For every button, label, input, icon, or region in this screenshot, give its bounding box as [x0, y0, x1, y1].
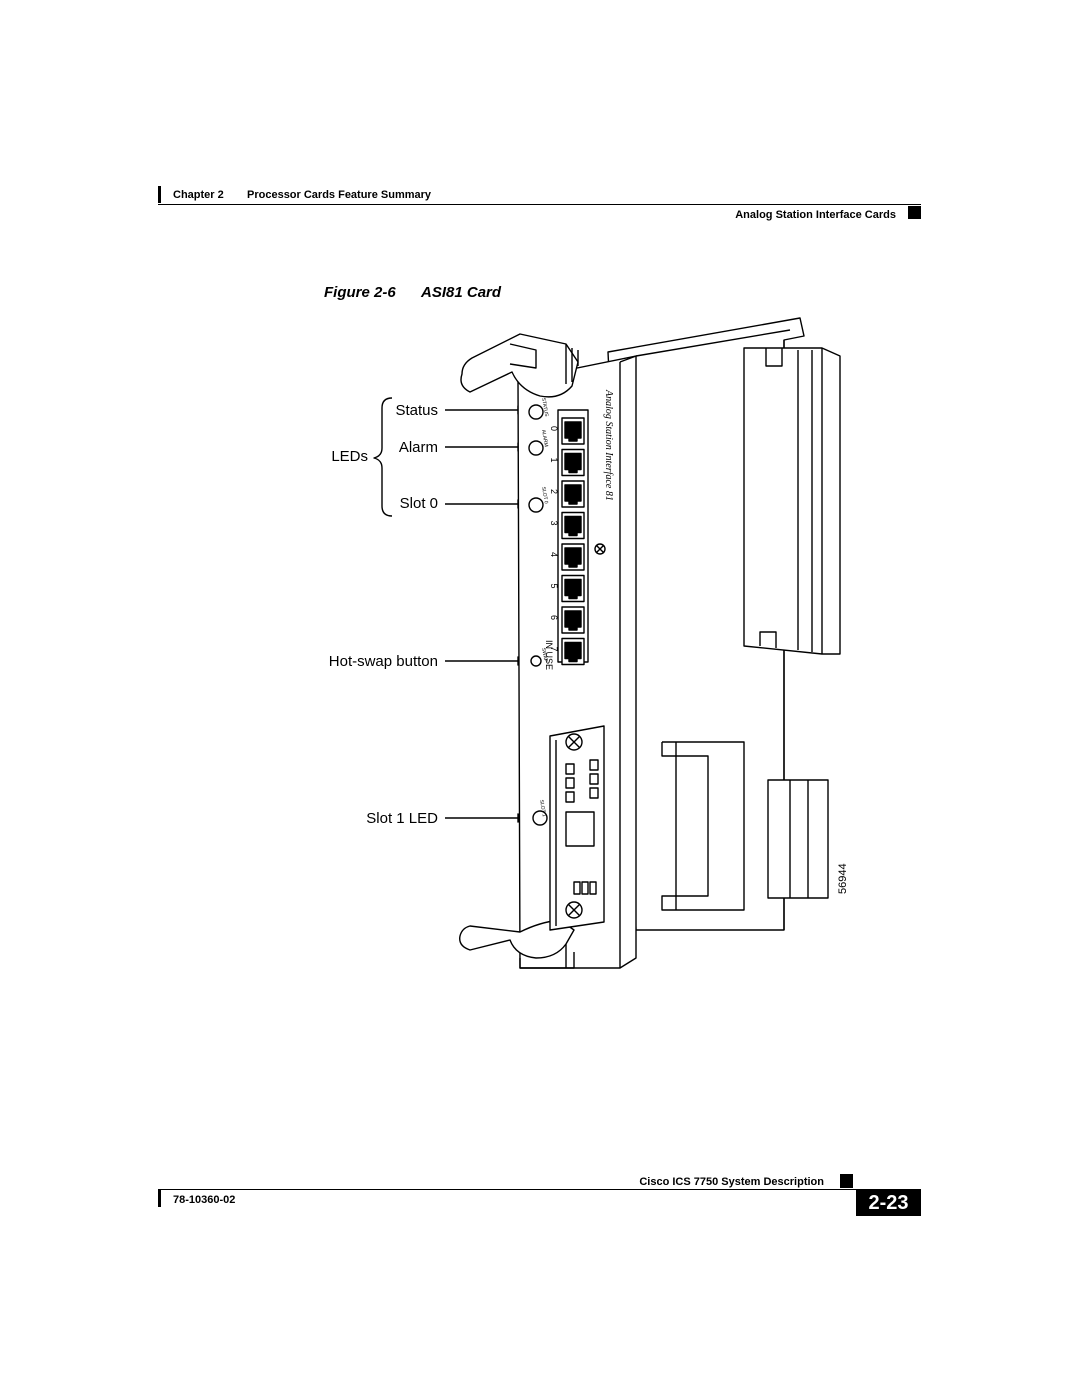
led-label-slot0: SLOT 0 [540, 486, 549, 504]
port-number-label: 0 [549, 426, 559, 431]
callout-status: Status [395, 402, 438, 419]
port-number-label: 4 [549, 552, 559, 557]
rj11-port [561, 543, 585, 571]
port-number-label: 7 [549, 647, 559, 652]
doc-number: 78-10360-02 [173, 1194, 236, 1206]
led-label-alarm: ALARM [540, 429, 549, 447]
rj11-port [561, 448, 585, 477]
figure-title: ASI81 Card [421, 284, 502, 301]
section-title: Analog Station Interface Cards [735, 209, 896, 221]
slot0-led [528, 497, 544, 513]
faceplate-leds [528, 404, 548, 826]
slot1-module [549, 725, 605, 931]
header-right-block [908, 206, 921, 219]
footer-right-block [840, 1174, 853, 1188]
memory-module [743, 347, 841, 655]
header-rule [158, 204, 921, 205]
callout-slot1-led: Slot 1 LED [366, 810, 438, 827]
rj11-port [561, 511, 585, 540]
rj11-port [561, 480, 585, 508]
backplane-connector [767, 779, 829, 899]
callout-leds: LEDs [331, 448, 368, 465]
port-number-label: 5 [549, 584, 559, 589]
alarm-led [528, 440, 544, 456]
faceplate-screw-mark [594, 543, 606, 555]
port-number-label: 1 [549, 458, 559, 463]
slot1-led [532, 810, 548, 826]
hot-swap-button [530, 655, 542, 667]
rj11-port [561, 417, 585, 445]
art-id: 56944 [837, 863, 849, 894]
card-guide-rail [661, 741, 745, 911]
in-use-label: IN USE [544, 640, 554, 670]
port-number-label: 2 [549, 489, 559, 494]
rj11-ports [561, 417, 585, 666]
port-number-label: 6 [549, 615, 559, 620]
footer-rule [158, 1189, 921, 1190]
led-label-swap: SWAP [540, 647, 549, 663]
top-ejector-lever [460, 333, 579, 398]
callout-leaders [445, 405, 528, 823]
port-number-label: 3 [549, 521, 559, 526]
callout-alarm: Alarm [398, 439, 438, 456]
rj11-port [561, 574, 585, 603]
led-label-status: STATUS [540, 397, 549, 417]
led-label-slot1: SLOT 1 [538, 799, 547, 817]
status-led [528, 404, 544, 420]
figure-number: Figure 2-6 [324, 284, 396, 301]
header-left-bar [158, 186, 161, 203]
faceplate-card-name: Analog Station Interface 81 [603, 389, 614, 501]
chapter-label: Chapter 2 [173, 189, 224, 201]
leds-brace [373, 397, 393, 517]
callout-slot0: Slot 0 [399, 495, 438, 512]
rj11-port [561, 606, 585, 634]
callout-hot-swap: Hot-swap button [328, 653, 438, 670]
chapter-title: Processor Cards Feature Summary [247, 189, 432, 201]
footer-left-bar [158, 1190, 161, 1207]
rj11-port [561, 637, 585, 666]
book-title: Cisco ICS 7750 System Description [639, 1176, 824, 1188]
bottom-ejector-lever [459, 919, 575, 969]
page-number: 2-23 [856, 1190, 921, 1216]
